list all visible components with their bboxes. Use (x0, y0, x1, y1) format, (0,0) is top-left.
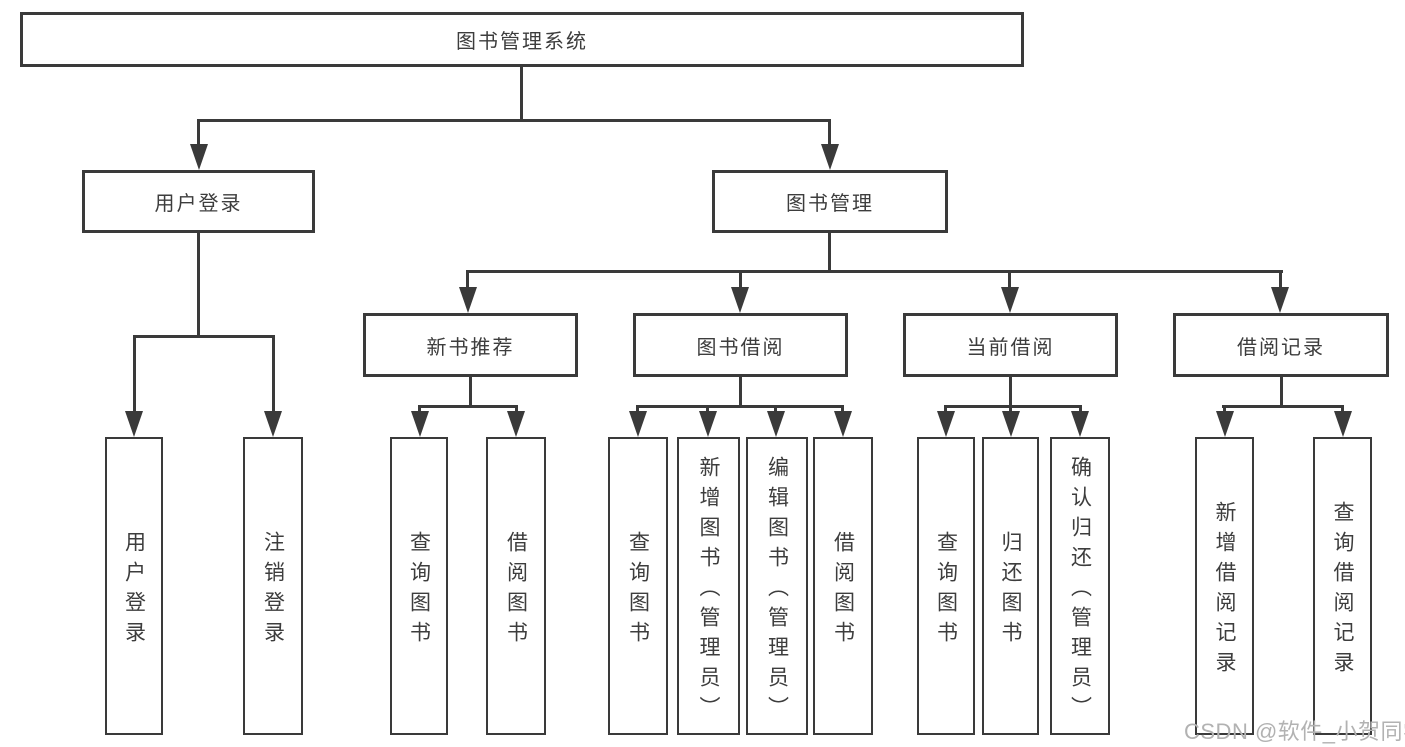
connector (739, 377, 742, 408)
node-library-system: 图书管理系统 (20, 12, 1024, 67)
connector (706, 405, 709, 415)
leaf-label: 注销登录 (261, 530, 285, 651)
arrowhead (411, 411, 429, 437)
leaf-bb-edit-books-admin: 编辑图书（管理员） (746, 437, 808, 735)
leaf-label: 借阅图书 (504, 530, 528, 651)
leaf-br-add-record: 新增借阅记录 (1195, 437, 1254, 735)
node-book-management: 图书管理 (712, 170, 948, 233)
node-user-login: 用户登录 (82, 170, 315, 233)
arrowhead (125, 411, 143, 437)
arrowhead (507, 411, 525, 437)
connector (1222, 405, 1344, 408)
connector (944, 405, 1082, 408)
arrowhead (264, 411, 282, 437)
node-label: 图书管理系统 (456, 31, 588, 53)
connector (515, 405, 518, 415)
leaf-nb-borrow-books: 借阅图书 (486, 437, 546, 735)
connector (469, 377, 472, 408)
leaf-bb-borrow-books: 借阅图书 (813, 437, 873, 735)
leaf-label: 确认归还（管理员） (1068, 455, 1092, 726)
node-current-borrow: 当前借阅 (903, 313, 1118, 377)
connector (197, 119, 200, 147)
arrowhead (190, 144, 208, 170)
connector (133, 335, 136, 415)
connector (1008, 270, 1011, 292)
arrowhead (459, 287, 477, 313)
arrowhead (1002, 411, 1020, 437)
connector (1341, 405, 1344, 415)
arrowhead (731, 287, 749, 313)
node-new-book-recommend: 新书推荐 (363, 313, 578, 377)
node-label: 新书推荐 (426, 336, 515, 359)
arrowhead (834, 411, 852, 437)
leaf-label: 新增借阅记录 (1213, 500, 1236, 681)
connector (133, 335, 275, 338)
leaf-nb-query-books: 查询图书 (390, 437, 448, 735)
leaf-label: 归还图书 (999, 530, 1022, 651)
leaf-label: 查询图书 (934, 530, 958, 651)
leaf-label: 借阅图书 (831, 530, 855, 651)
leaf-label: 查询图书 (407, 530, 431, 651)
connector (1280, 377, 1283, 408)
leaf-user-login: 用户登录 (105, 437, 163, 735)
arrowhead (699, 411, 717, 437)
connector (636, 405, 639, 415)
connector (841, 405, 844, 415)
leaf-cb-confirm-return-admin: 确认归还（管理员） (1050, 437, 1110, 735)
connector (1223, 405, 1226, 415)
node-label: 当前借阅 (966, 336, 1055, 359)
arrowhead (1334, 411, 1352, 437)
connector (197, 233, 200, 338)
arrowhead (1271, 287, 1289, 313)
arrowhead (1071, 411, 1089, 437)
arrowhead (1001, 287, 1019, 313)
connector (418, 405, 421, 415)
connector (636, 405, 844, 408)
leaf-br-query-record: 查询借阅记录 (1313, 437, 1372, 735)
connector (774, 405, 777, 415)
connector (1009, 377, 1012, 408)
leaf-label: 用户登录 (122, 530, 146, 651)
leaf-label: 查询借阅记录 (1331, 500, 1354, 681)
node-label: 借阅记录 (1237, 336, 1325, 359)
node-borrow-records: 借阅记录 (1173, 313, 1389, 377)
connector (418, 405, 518, 408)
leaf-logout: 注销登录 (243, 437, 303, 735)
connector (1079, 405, 1082, 415)
connector (272, 335, 275, 415)
arrowhead (821, 144, 839, 170)
leaf-bb-add-books-admin: 新增图书（管理员） (677, 437, 740, 735)
connector (739, 270, 742, 292)
leaf-cb-return-books: 归还图书 (982, 437, 1039, 735)
node-label: 图书管理 (786, 193, 874, 215)
connector (197, 119, 831, 122)
connector (828, 233, 831, 273)
leaf-cb-query-books: 查询图书 (917, 437, 975, 735)
leaf-label: 新增图书（管理员） (697, 455, 720, 726)
leaf-label: 编辑图书（管理员） (765, 455, 789, 726)
node-label: 用户登录 (154, 193, 243, 215)
arrowhead (767, 411, 785, 437)
arrowhead (1216, 411, 1234, 437)
watermark: CSDN @软件_小贺同学 (1184, 719, 1405, 744)
arrowhead (937, 411, 955, 437)
connector (520, 67, 523, 121)
connector (828, 119, 831, 147)
node-book-borrow: 图书借阅 (633, 313, 848, 377)
arrowhead (629, 411, 647, 437)
connector (466, 270, 469, 292)
connector (1009, 405, 1012, 415)
connector (944, 405, 947, 415)
node-label: 图书借阅 (696, 336, 785, 359)
connector (1279, 270, 1282, 292)
connector (466, 270, 1283, 273)
leaf-bb-query-books: 查询图书 (608, 437, 668, 735)
leaf-label: 查询图书 (626, 530, 650, 651)
